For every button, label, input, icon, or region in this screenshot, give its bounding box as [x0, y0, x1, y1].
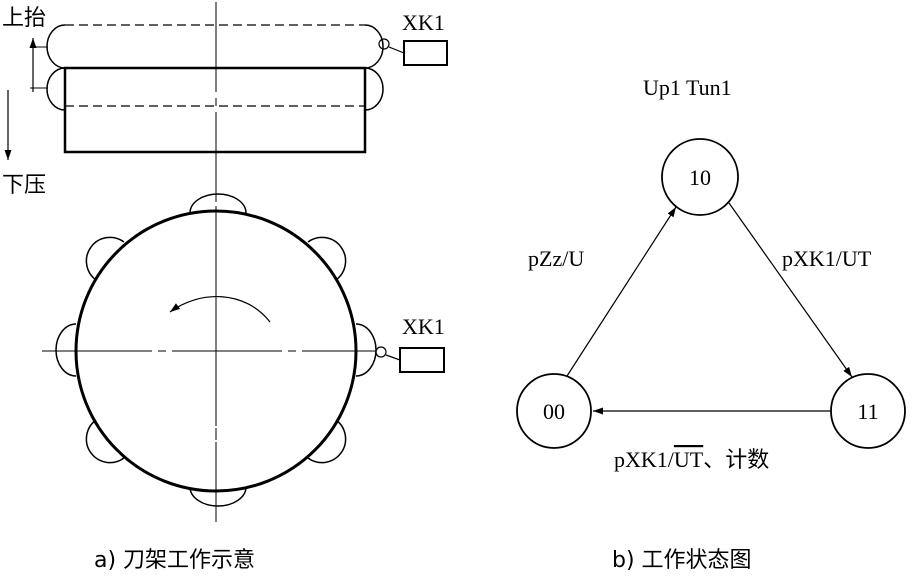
transition-label-11-00: pXK1/UT、计数	[614, 447, 769, 473]
caption-b: b) 工作状态图	[612, 548, 752, 573]
switch-roller	[375, 346, 387, 358]
rotation-arrow	[169, 296, 271, 323]
transition-10-to-11	[728, 202, 853, 378]
panel-b: Up1 Tun1 10 11 00 pZz/U pXK1/UT pXK1/UT、…	[516, 75, 906, 573]
label-up: 上抬	[2, 6, 46, 31]
state-00-label: 00	[543, 399, 565, 424]
toolholder-lowered	[46, 66, 384, 154]
state-11: 11	[830, 373, 906, 449]
switch-body	[399, 347, 445, 373]
label-down: 下压	[2, 173, 46, 198]
transition-label-10-11: pXK1/UT	[782, 246, 872, 271]
switch-roller	[378, 38, 390, 50]
switch-body	[403, 40, 448, 66]
state-header: Up1 Tun1	[643, 75, 732, 100]
state-10-label: 10	[689, 165, 711, 190]
switch-label-top: XK1	[402, 10, 445, 35]
state-11-label: 11	[857, 399, 878, 424]
transition-label-00-10: pZz/U	[528, 246, 584, 271]
caption-a: a) 刀架工作示意	[94, 548, 255, 573]
transition-label-11-00-overlined: UT	[674, 447, 704, 472]
limit-switch-bottom: XK1	[375, 314, 445, 373]
panel-a: 上抬 下压 XK1	[2, 2, 448, 573]
state-00: 00	[516, 373, 592, 449]
limit-switch-top: XK1	[378, 10, 448, 66]
state-10: 10	[661, 138, 739, 216]
transition-00-to-10	[566, 206, 677, 377]
transition-label-11-00-suffix: 、计数	[703, 448, 769, 473]
switch-label-bottom: XK1	[402, 314, 445, 339]
transition-label-11-00-prefix: pXK1/	[614, 447, 675, 472]
toolholder-raised-outline	[46, 24, 384, 69]
